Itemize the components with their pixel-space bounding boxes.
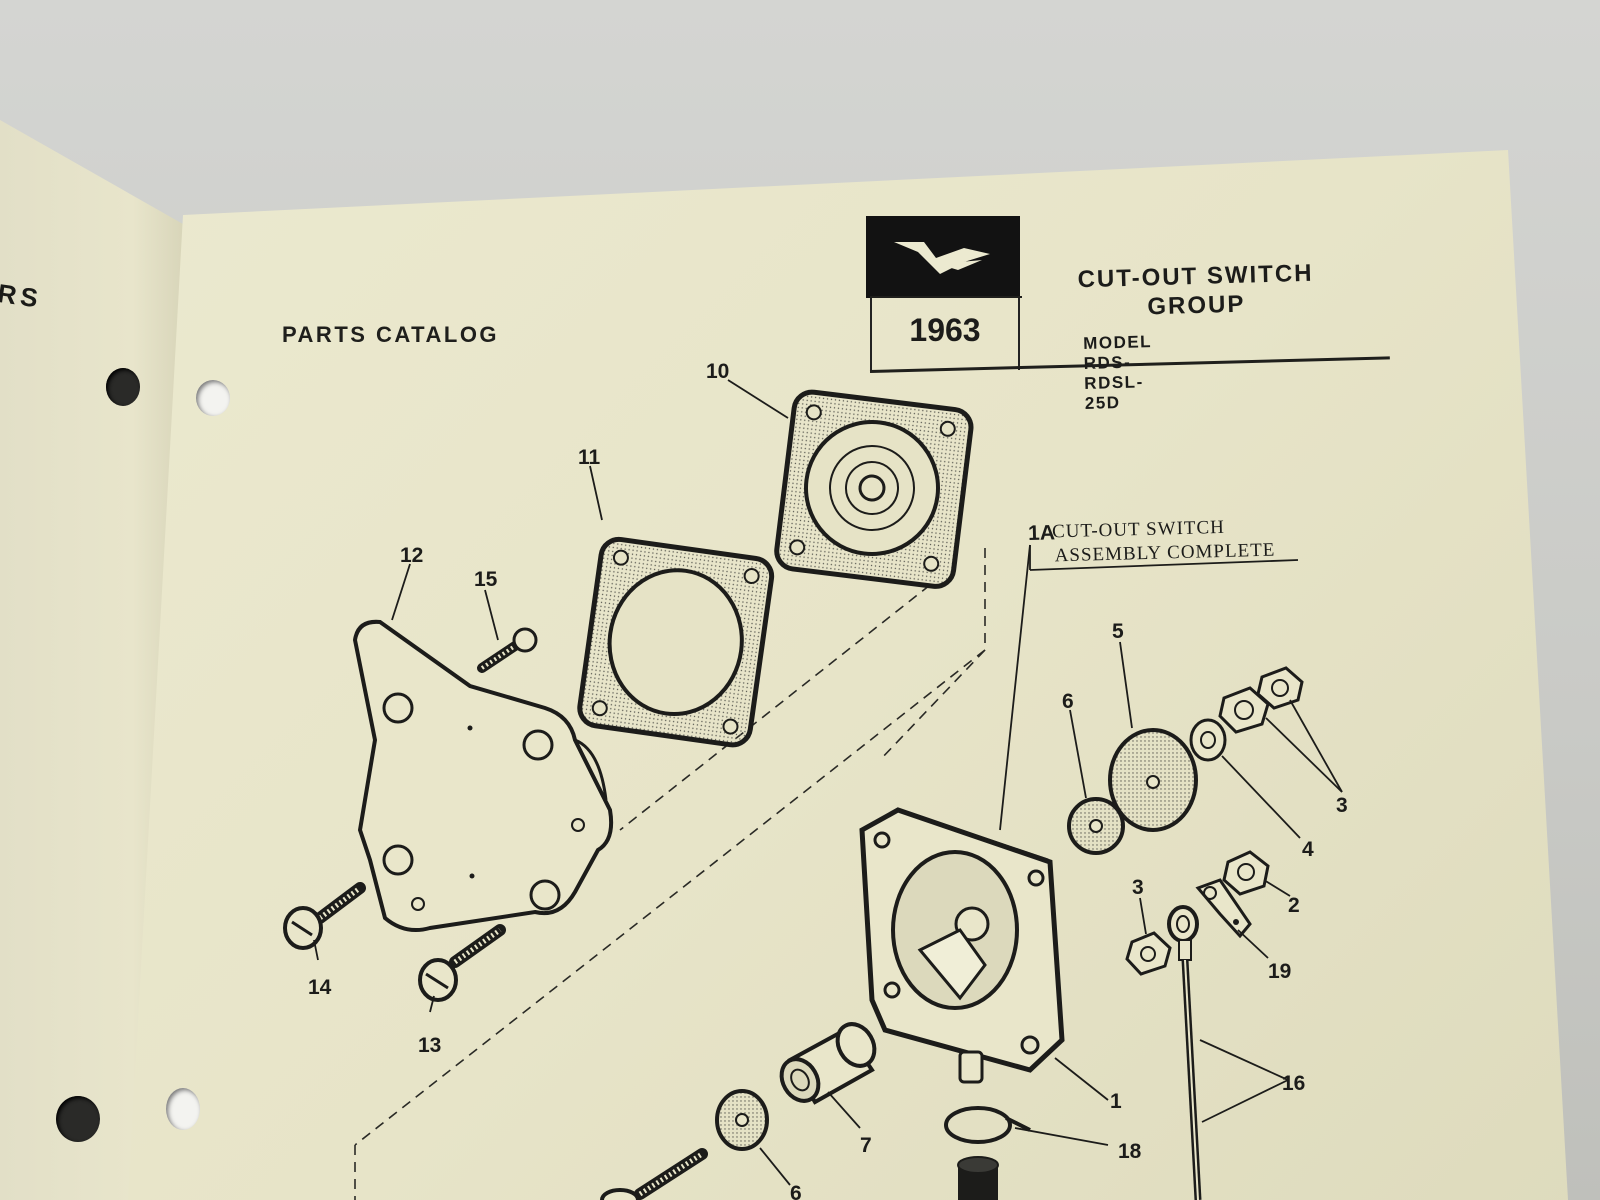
part-4-washer	[1189, 718, 1227, 762]
callout-7: 7	[860, 1134, 872, 1157]
part-18-spring-clip	[944, 1106, 1031, 1144]
callout-11: 11	[578, 446, 601, 469]
assembly-label-line-1: CUT-OUT SWITCH	[1052, 517, 1225, 543]
callout-3-lower: 3	[1132, 876, 1144, 899]
callout-4: 4	[1302, 838, 1314, 861]
part-14-screw	[283, 882, 366, 950]
brand-logo	[866, 216, 1020, 298]
binder-hole-bottom	[166, 1088, 200, 1130]
callout-16: 16	[1282, 1072, 1305, 1095]
part-7-spacer-tube	[779, 1022, 877, 1105]
callout-2: 2	[1288, 894, 1300, 917]
year-box-top-rule	[870, 296, 1022, 298]
part-11-gasket	[577, 536, 775, 748]
part-13-screw	[418, 924, 506, 1002]
callout-10: 10	[706, 360, 729, 383]
part-10-diaphragm	[774, 389, 974, 589]
part-1-switch-body	[859, 807, 1065, 1084]
callout-6: 6	[1062, 690, 1074, 713]
part-12-cover-plate	[352, 619, 614, 932]
leader-lines	[313, 379, 1343, 1186]
lower-bolt	[600, 1148, 708, 1200]
year-box: 1963	[870, 298, 1020, 370]
binder-hole-top	[196, 380, 230, 416]
binder-hole-left-bottom	[56, 1096, 100, 1142]
alignment-lines	[354, 548, 986, 1200]
part-16-lead-wire	[1167, 905, 1202, 1200]
part-3-nut-middle	[1218, 686, 1270, 734]
callout-12: 12	[400, 544, 423, 567]
catalog-year: 1963	[909, 312, 981, 348]
part-15-screw	[477, 627, 538, 673]
binder-hole-left-top	[106, 368, 140, 406]
assembly-label: 1A CUT-OUT SWITCH ASSEMBLY COMPLETE	[1028, 517, 1276, 566]
callout-14: 14	[308, 976, 332, 999]
bird-logo-icon	[894, 242, 990, 274]
assembly-number: 1A	[1028, 521, 1055, 545]
callout-18: 18	[1118, 1140, 1142, 1163]
parts-catalog-title: PARTS CATALOG	[282, 322, 500, 347]
part-3-nut-lower	[1125, 931, 1172, 976]
callout-15: 15	[474, 568, 498, 591]
callout-3-upper: 3	[1336, 794, 1348, 817]
part-19-terminal	[1195, 878, 1252, 939]
lower-stud	[957, 1156, 999, 1200]
callout-numbers: 10 11 12 15 14 13 5 6 3 4 3 2 19 16 1 7 …	[308, 360, 1348, 1200]
callout-1: 1	[1110, 1090, 1122, 1113]
callout-5: 5	[1112, 620, 1124, 643]
callout-19: 19	[1268, 960, 1291, 983]
callout-13: 13	[418, 1034, 441, 1057]
part-5-insulator-disc	[1108, 728, 1198, 832]
part-2-nut	[1222, 850, 1270, 896]
part-6-washer	[1067, 797, 1125, 855]
callout-6-lower: 6	[790, 1182, 802, 1200]
part-6-washer-lower	[715, 1089, 769, 1151]
